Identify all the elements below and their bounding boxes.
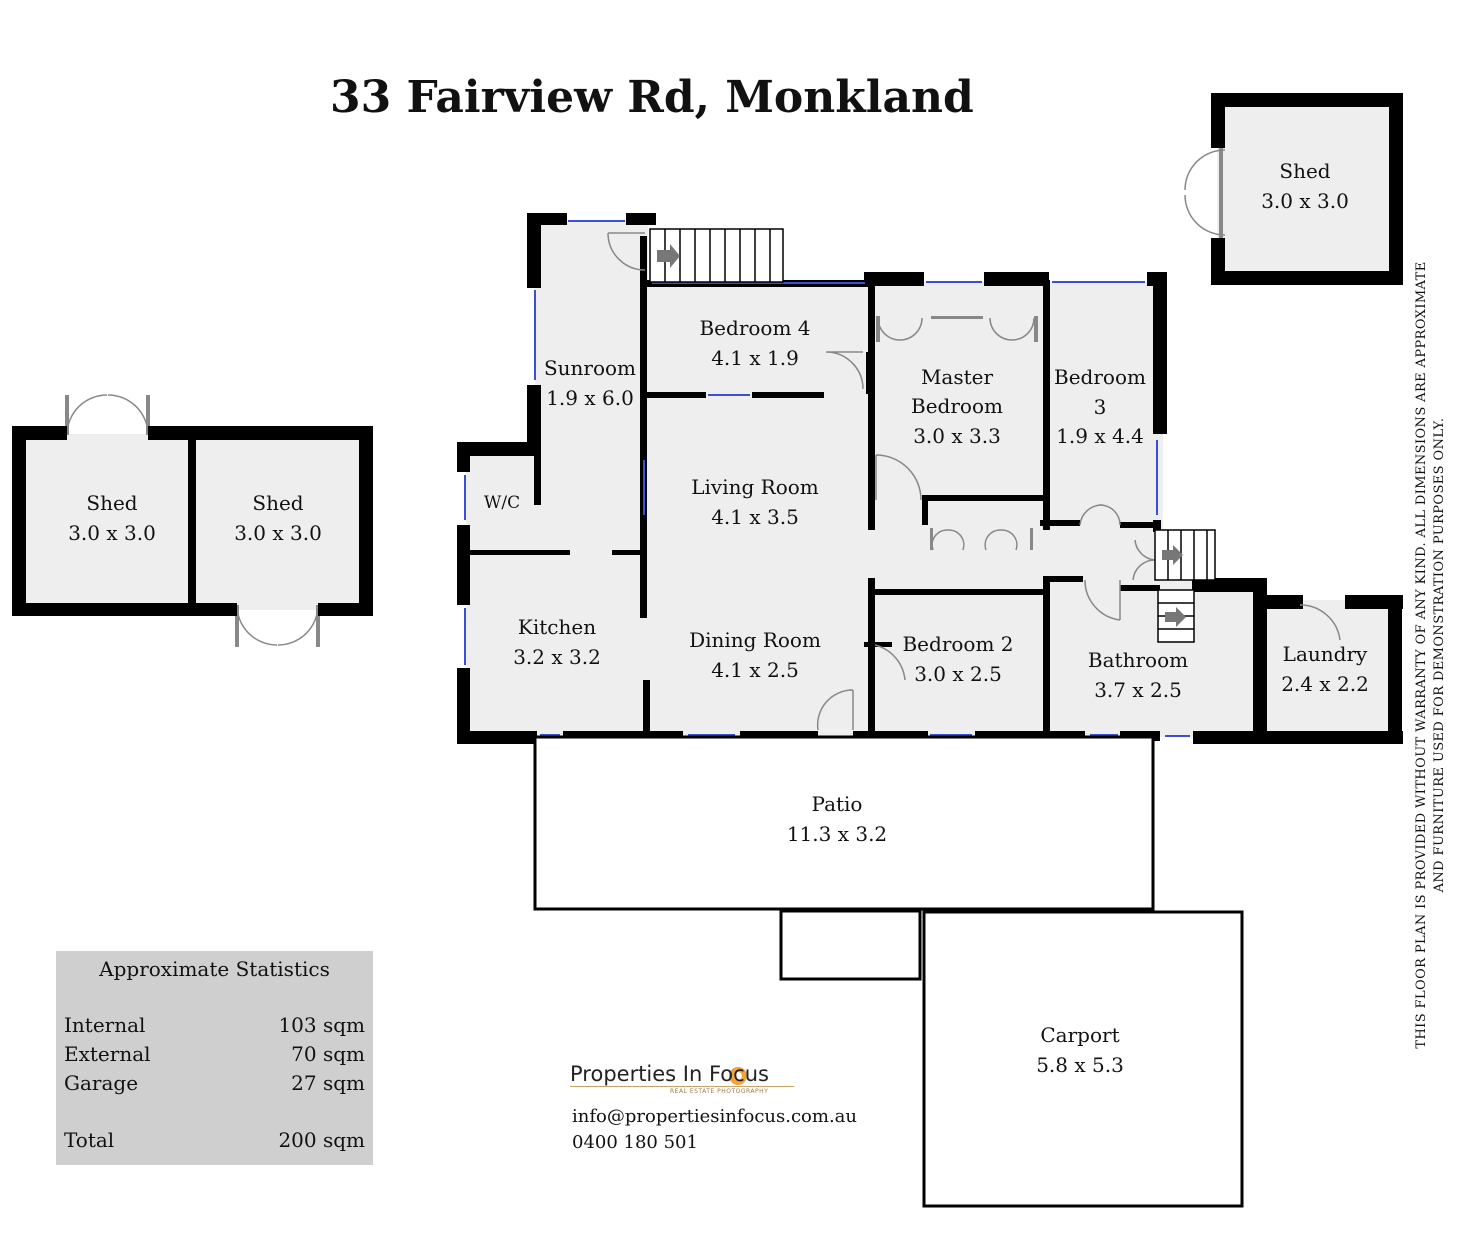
room-dining-name: Dining Room [689, 628, 821, 652]
room-living-name: Living Room [691, 475, 819, 499]
room-bedroom2-name: Bedroom 2 [902, 632, 1013, 656]
room-carport-size: 5.8 x 5.3 [1036, 1053, 1124, 1077]
room-sunroom-size: 1.9 x 6.0 [546, 386, 634, 410]
room-bedroom2-size: 3.0 x 2.5 [914, 662, 1002, 686]
statistics-title: Approximate Statistics [99, 957, 330, 981]
stat-value: 103 sqm [278, 1013, 365, 1037]
room-kitchen-name: Kitchen [518, 615, 596, 639]
room-laundry-size: 2.4 x 2.2 [1281, 672, 1369, 696]
stat-label: External [64, 1042, 151, 1066]
room-master-name-line1: Master [921, 365, 994, 389]
plan-title: 33 Fairview Rd, Monkland [330, 72, 974, 123]
disclaimer: THIS FLOOR PLAN IS PROVIDED WITHOUT WARR… [1413, 225, 1449, 1085]
statistics-panel: Approximate Statistics Internal 103 sqm … [56, 951, 373, 1165]
shed-top-walls [1211, 93, 1403, 285]
brand-tagline: REAL ESTATE PHOTOGRAPHY [670, 1088, 769, 1095]
room-bedroom4-size: 4.1 x 1.9 [711, 346, 799, 370]
focus-lens-icon [729, 1067, 747, 1085]
room-shed-top-size: 3.0 x 3.0 [1261, 189, 1349, 213]
room-laundry-name: Laundry [1283, 642, 1368, 666]
room-wc-name: W/C [484, 493, 520, 513]
stat-value: 70 sqm [291, 1042, 365, 1066]
room-sunroom-name: Sunroom [544, 356, 636, 380]
room-shed-left-a-name: Shed [86, 491, 137, 515]
room-living-size: 4.1 x 3.5 [711, 505, 799, 529]
room-patio-size: 11.3 x 3.2 [787, 822, 887, 846]
room-shed-left-b-size: 3.0 x 3.0 [234, 521, 322, 545]
stat-value: 27 sqm [291, 1071, 365, 1095]
room-shed-left-a-size: 3.0 x 3.0 [68, 521, 156, 545]
room-bedroom3-name-line1: Bedroom [1054, 365, 1146, 389]
room-kitchen-size: 3.2 x 3.2 [513, 645, 601, 669]
brand-logo: Properties In Focus [570, 1062, 769, 1086]
windows [464, 220, 1190, 737]
room-bathroom-size: 3.7 x 2.5 [1094, 678, 1182, 702]
door-jambs [65, 148, 1223, 647]
disclaimer-line1: THIS FLOOR PLAN IS PROVIDED WITHOUT WARR… [1414, 261, 1429, 1049]
room-master-name-line2: Bedroom [911, 394, 1003, 418]
room-shed-left-b-name: Shed [252, 491, 303, 515]
room-master-size: 3.0 x 3.3 [913, 424, 1001, 448]
contact-email[interactable]: info@propertiesinfocus.com.au [572, 1106, 857, 1127]
stair-arrows [657, 244, 1186, 627]
room-shed-top-name: Shed [1279, 159, 1330, 183]
room-bathroom-name: Bathroom [1088, 648, 1188, 672]
room-labels: Sunroom 1.9 x 6.0 Bedroom 4 4.1 x 1.9 Ma… [68, 159, 1369, 1077]
stat-value: 200 sqm [278, 1128, 365, 1152]
room-dining-size: 4.1 x 2.5 [711, 658, 799, 682]
room-carport-name: Carport [1040, 1023, 1119, 1047]
room-bedroom3-name-line2: 3 [1094, 395, 1107, 419]
disclaimer-line2: AND FURNITURE USED FOR DEMONSTRATION PUR… [1432, 417, 1447, 893]
stat-label: Internal [64, 1013, 146, 1037]
room-bedroom4-name: Bedroom 4 [699, 316, 810, 340]
contact-phone[interactable]: 0400 180 501 [572, 1132, 698, 1153]
shed-left-walls [12, 426, 373, 616]
brand-underline [570, 1086, 794, 1087]
stat-label: Total [64, 1128, 115, 1152]
room-bedroom3-size: 1.9 x 4.4 [1056, 424, 1144, 448]
room-patio-name: Patio [812, 792, 863, 816]
stat-label: Garage [64, 1071, 139, 1095]
outdoor-areas [533, 735, 1244, 1208]
